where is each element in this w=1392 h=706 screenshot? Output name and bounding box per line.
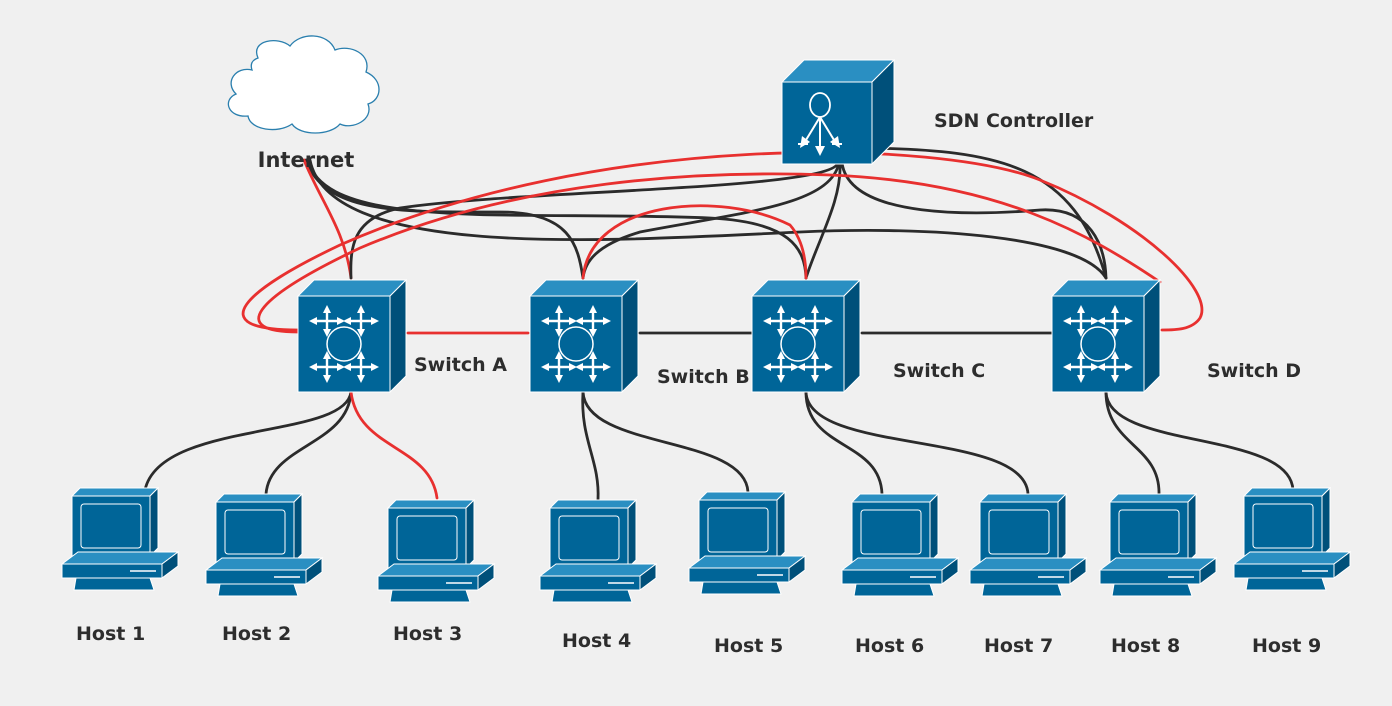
switch-b-label: Switch B (657, 366, 750, 388)
host-8-label: Host 8 (1111, 635, 1180, 657)
switch-a-label: Switch A (414, 354, 507, 376)
host4-link (581, 390, 600, 502)
switch-b-node[interactable]: Switch B (528, 278, 750, 394)
controller-link-switch-a (349, 161, 840, 280)
host-1-node[interactable]: Host 1 (61, 487, 179, 645)
host-7-node[interactable]: Host 7 (969, 493, 1087, 657)
internet-link-switch-a (302, 158, 353, 280)
host-2-label: Host 2 (222, 623, 291, 645)
host-3-label: Host 3 (393, 623, 462, 645)
layer3-switch-icon (528, 278, 640, 394)
host7-link (804, 390, 1030, 496)
host-9-label: Host 9 (1252, 635, 1321, 657)
host2-link (264, 390, 353, 496)
switch-c-label: Switch C (893, 360, 985, 382)
host-5-label: Host 5 (714, 635, 783, 657)
host-3-node[interactable]: Host 3 (377, 499, 495, 645)
sdn-controller-label: SDN Controller (934, 110, 1094, 132)
layer3-switch-icon (750, 278, 862, 394)
host-5-node[interactable]: Host 5 (688, 491, 806, 657)
controller-link-switch-b (581, 161, 841, 280)
controller-link-switch-d (840, 161, 1108, 280)
internet-node[interactable]: Internet (227, 35, 380, 172)
workstation-icon (1099, 493, 1217, 597)
internet-link-switch-c (306, 158, 808, 280)
host-6-label: Host 6 (855, 635, 924, 657)
flow-path-a-d-inner (257, 172, 1162, 334)
host-6-node[interactable]: Host 6 (841, 493, 959, 657)
internet-link-switch-b (304, 158, 585, 280)
host-2-node[interactable]: Host 2 (205, 493, 323, 645)
workstation-icon (539, 499, 657, 603)
workstation-icon (1233, 487, 1351, 591)
layer3-switch-icon (1050, 278, 1162, 394)
host8-link (1104, 390, 1161, 496)
host3-link (349, 390, 439, 500)
workstation-icon (969, 493, 1087, 597)
host9-link (1104, 390, 1295, 492)
host5-link (581, 390, 750, 494)
cloud-icon (227, 35, 380, 134)
flow-path-b-c (581, 204, 808, 280)
controller-to-switch-d-signal (864, 146, 1108, 280)
workstation-icon (841, 493, 959, 597)
switch-d-node[interactable]: Switch D (1050, 278, 1301, 394)
layer3-switch-icon (296, 278, 408, 394)
switch-a-node[interactable]: Switch A (296, 278, 507, 394)
host-4-label: Host 4 (562, 630, 631, 652)
host-8-node[interactable]: Host 8 (1099, 493, 1217, 657)
sdn-controller-icon (780, 58, 896, 166)
internet-label: Internet (258, 148, 355, 172)
host-7-label: Host 7 (984, 635, 1053, 657)
internet-link-switch-d (308, 158, 1108, 280)
sdn-controller-node[interactable]: SDN Controller (780, 58, 1094, 166)
host-4-node[interactable]: Host 4 (539, 499, 657, 652)
host1-link (143, 390, 353, 492)
workstation-icon (377, 499, 495, 603)
switch-c-node[interactable]: Switch C (750, 278, 985, 394)
host-9-node[interactable]: Host 9 (1233, 487, 1351, 657)
switch-d-label: Switch D (1207, 360, 1301, 382)
workstation-icon (688, 491, 806, 595)
workstation-icon (61, 487, 179, 591)
workstation-icon (205, 493, 323, 597)
controller-link-switch-c (804, 161, 842, 280)
host6-link (804, 390, 884, 496)
host-1-label: Host 1 (76, 623, 145, 645)
